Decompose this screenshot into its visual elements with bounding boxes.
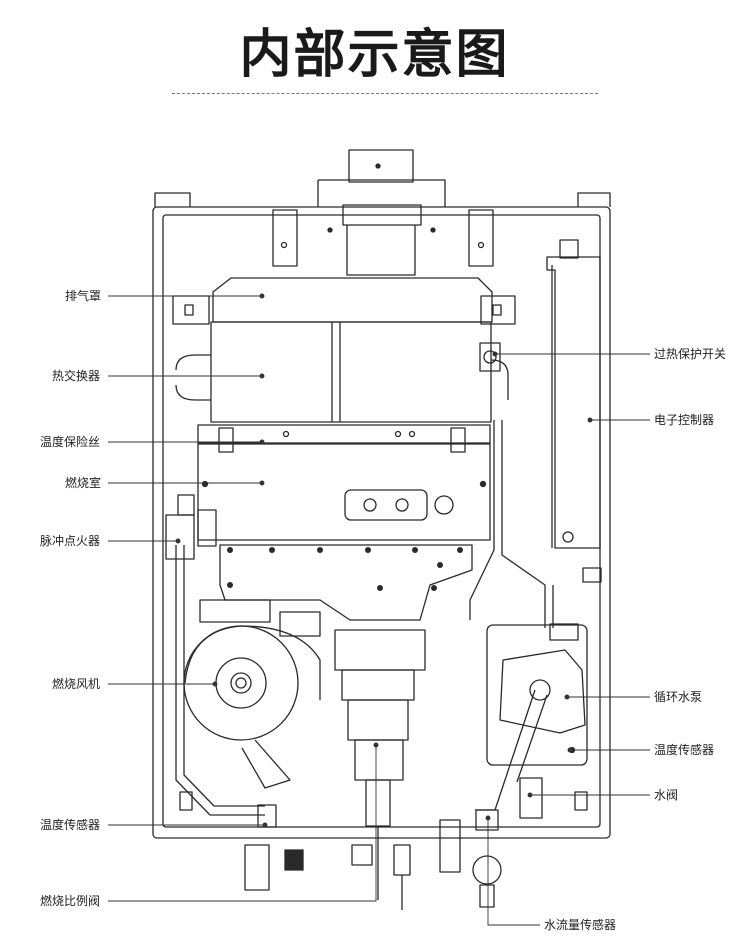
label-combustion-fan: 燃烧风机 bbox=[52, 677, 101, 691]
pulse-igniter bbox=[165, 514, 195, 560]
page-title: 内部示意图 bbox=[239, 25, 510, 85]
label-temp-sensor-left: 温度传感器 bbox=[40, 818, 101, 832]
label-controller: 电子控制器 bbox=[654, 413, 715, 427]
flow-sensor bbox=[475, 809, 499, 831]
flue-bracket bbox=[317, 179, 446, 207]
pump-outlet bbox=[475, 689, 536, 811]
controller bbox=[546, 256, 601, 549]
casing-outer bbox=[152, 206, 611, 839]
label-thermal-fuse: 温度保险丝 bbox=[40, 435, 101, 449]
heat-exchanger bbox=[210, 321, 492, 423]
label-proportional-valve: 燃烧比例阀 bbox=[40, 894, 101, 908]
label-combustion-chamber: 燃烧室 bbox=[65, 476, 102, 490]
label-pulse-igniter: 脉冲点火器 bbox=[40, 534, 101, 548]
title-divider bbox=[172, 93, 598, 94]
label-flow-sensor: 水流量传感器 bbox=[544, 918, 617, 932]
gas-valve bbox=[334, 629, 426, 671]
burner-plate bbox=[219, 544, 473, 621]
label-heat-exchanger: 热交换器 bbox=[52, 369, 101, 383]
circulation-pump bbox=[486, 624, 588, 766]
pump-body bbox=[499, 649, 586, 734]
water-valve bbox=[519, 777, 543, 819]
combustion-chamber bbox=[197, 443, 491, 541]
thermal-fuse bbox=[197, 424, 491, 444]
label-exhaust-hood: 排气罩 bbox=[65, 289, 102, 303]
label-water-valve: 水阀 bbox=[654, 788, 679, 802]
casing-inner bbox=[162, 214, 601, 828]
overheat-switch bbox=[479, 342, 501, 372]
exhaust-hood bbox=[212, 277, 493, 323]
label-overheat-switch: 过热保护开关 bbox=[654, 347, 727, 361]
label-circulation-pump: 循环水泵 bbox=[654, 690, 703, 704]
flue-top bbox=[348, 149, 414, 183]
label-temp-sensor-right: 温度传感器 bbox=[654, 743, 715, 757]
